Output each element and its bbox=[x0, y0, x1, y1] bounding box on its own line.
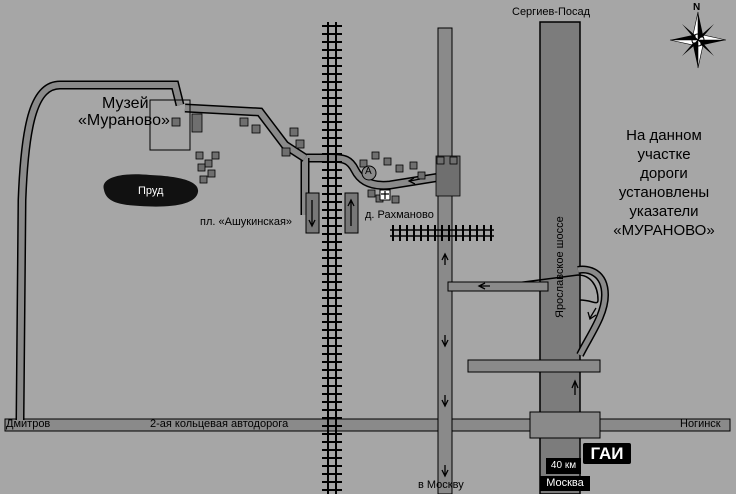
overpass-road bbox=[467, 359, 601, 373]
village-buildings bbox=[359, 151, 461, 204]
marker-a-label: A bbox=[365, 166, 372, 177]
to-moscow-label: в Москву bbox=[418, 479, 464, 491]
ring-road-label: 2-ая кольцевая автодорога bbox=[150, 418, 289, 430]
museum-buildings bbox=[171, 113, 305, 184]
interchange-block bbox=[529, 411, 601, 439]
connector-road bbox=[447, 281, 549, 292]
railway bbox=[322, 22, 342, 494]
signage-note: На данном участке дороги установлены ука… bbox=[604, 126, 724, 240]
interchange-loop bbox=[499, 274, 599, 304]
station-label: пл. «Ашукинская» bbox=[200, 216, 293, 228]
ring-road bbox=[4, 418, 731, 432]
sergiev-posad-label: Сергиев-Посад bbox=[512, 6, 591, 18]
museum-label-line2: «Мураново» bbox=[78, 112, 170, 129]
pond bbox=[103, 174, 199, 207]
note-line3: дороги bbox=[640, 165, 688, 182]
dmitrov-road bbox=[15, 80, 185, 421]
marker-a-circle bbox=[361, 165, 377, 181]
moscow-label: Москва bbox=[540, 476, 590, 491]
note-line6: «МУРАНОВО» bbox=[613, 222, 715, 239]
note-line2: участке bbox=[637, 146, 691, 163]
direction-arrows bbox=[407, 177, 597, 478]
km-marker: 40 км bbox=[546, 458, 581, 474]
museum-label-line1: Музей bbox=[102, 95, 149, 112]
dmitrov-label: Дмитров bbox=[6, 418, 51, 430]
note-line4: установлены bbox=[618, 184, 710, 201]
note-line5: указатели bbox=[629, 203, 699, 220]
yaroslavl-highway-label: Ярославское шоссе bbox=[554, 216, 566, 318]
compass-north-label: N bbox=[693, 2, 701, 13]
railway-branch bbox=[390, 225, 494, 241]
note-line1: На данном bbox=[626, 127, 702, 144]
gai-post-label: ГАИ bbox=[583, 443, 631, 464]
noginsk-label: Ногинск bbox=[680, 418, 721, 430]
village-label: д. Рахманово bbox=[365, 209, 434, 221]
pond-label: Пруд bbox=[138, 185, 164, 197]
compass-rose-icon bbox=[669, 11, 727, 69]
museum-grounds bbox=[149, 99, 191, 151]
